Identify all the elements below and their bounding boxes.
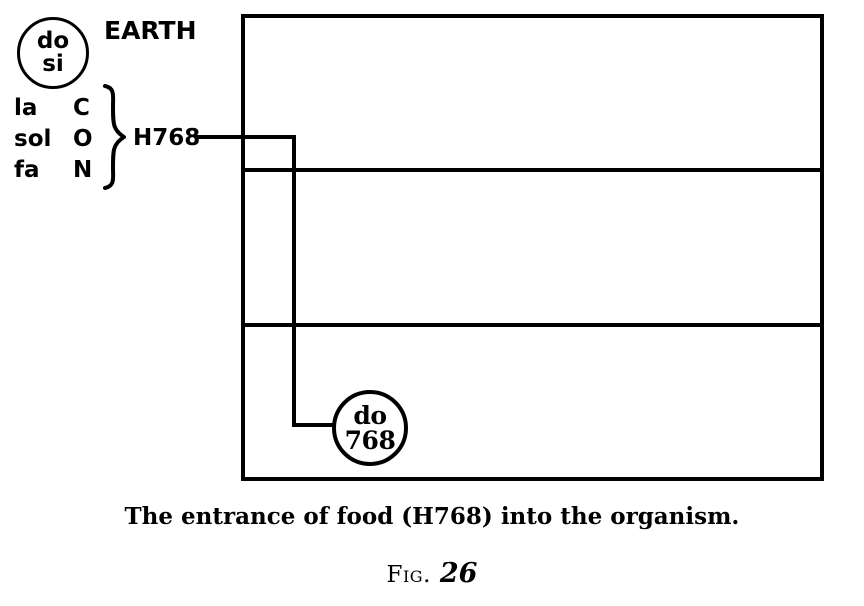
element-symbol: C [73,95,90,121]
figure-caption: The entrance of food (H768) into the org… [124,503,740,530]
solfege-name: la [14,95,38,121]
element-symbol: O [73,126,93,152]
earth-label: EARTH [104,16,197,45]
element-symbol: N [73,157,93,183]
organism-divider-lower [241,323,824,327]
do-si-line-1: do [36,28,70,54]
solfege-column: la sol fa [14,93,51,186]
solfege-name: sol [14,126,52,152]
element-column: C O N [73,93,93,186]
curly-brace-icon [103,84,126,190]
do-768-entry-circle: do 768 [332,390,408,466]
solfege-name: fa [14,157,40,183]
fig-word: Fig. [386,562,431,588]
do-si-line-2: si [42,51,64,77]
fig-number: 26 [439,558,478,589]
figure-number-label: Fig. 26 [0,558,864,589]
do-768-line-1: do [353,401,387,430]
do-768-line-2: 768 [344,426,396,455]
do-si-note-circle: do si [17,17,89,89]
h768-label: H768 [133,125,201,151]
organism-box [241,14,824,481]
organism-divider-upper [241,168,824,172]
